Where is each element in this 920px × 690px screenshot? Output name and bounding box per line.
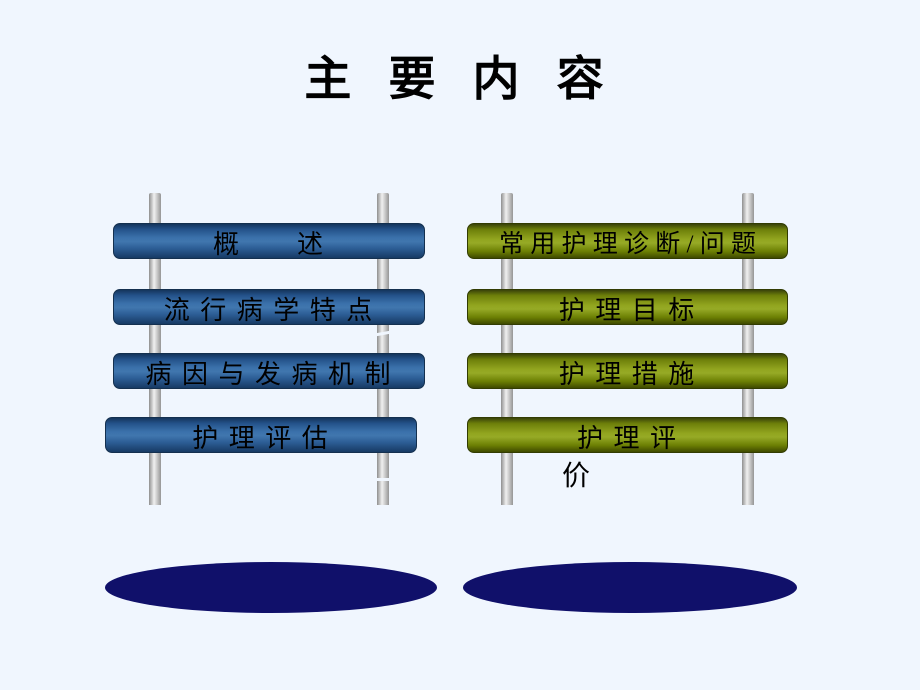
agenda-bar-epidemiology: 流 行 病 学 特 点 bbox=[113, 289, 425, 325]
agenda-bar-nursing-measures: 护 理 措 施 bbox=[467, 353, 788, 389]
agenda-bar-nursing-evaluation: 护 理 评 bbox=[467, 417, 788, 453]
nursing-evaluation-overflow-char: 价 bbox=[562, 461, 591, 492]
agenda-bar-etiology-pathogenesis: 病 因 与 发 病 机 制 bbox=[113, 353, 425, 389]
post-break-mark-lower bbox=[376, 478, 390, 481]
agenda-bar-nursing-diagnoses: 常 用 护 理 诊 断 / 问 题 bbox=[467, 223, 788, 259]
slide-title: 主 要 内 容 bbox=[304, 52, 616, 105]
right-bottom-ellipse bbox=[463, 562, 797, 613]
left-bottom-ellipse bbox=[105, 562, 437, 613]
agenda-bar-nursing-goals: 护 理 目 标 bbox=[467, 289, 788, 325]
agenda-bar-nursing-assessment: 护 理 评 估 bbox=[105, 417, 417, 453]
agenda-bar-overview: 概 述 bbox=[113, 223, 425, 259]
